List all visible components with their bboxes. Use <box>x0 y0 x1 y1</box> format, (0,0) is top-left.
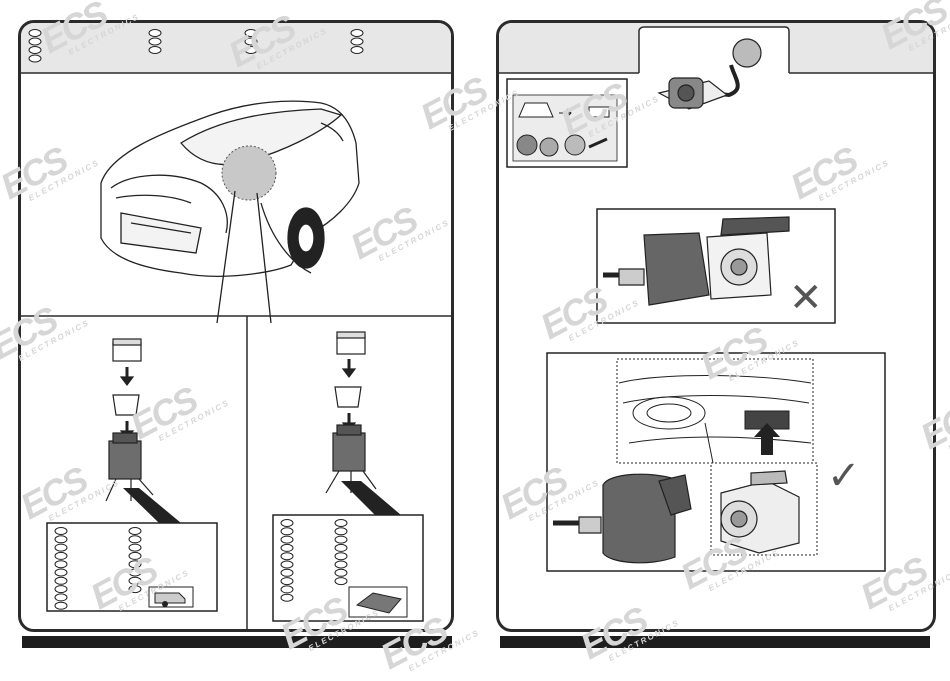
right-instruction-page: ✕ ✓ <box>496 20 936 632</box>
connector-pin-oval <box>244 46 258 54</box>
connector-pin-oval <box>334 552 348 561</box>
towbar-socket-illustration <box>657 38 762 110</box>
header-band <box>21 23 451 73</box>
connector-pin-oval <box>244 37 258 46</box>
socket-adapter-wrong <box>603 216 790 306</box>
connector-pin-oval <box>128 576 142 585</box>
connector-pin-oval <box>334 535 348 544</box>
fuse-stack-right <box>325 331 377 494</box>
connector-pin-oval <box>128 527 142 535</box>
connector-pin-oval <box>148 46 162 54</box>
connector-pin-oval <box>28 37 42 46</box>
left-footer-bar <box>22 636 452 648</box>
connector-pin-oval <box>280 585 294 594</box>
towbar-tab <box>638 26 790 73</box>
connector-pin-oval <box>54 527 68 535</box>
legend-left-ovals <box>54 527 142 610</box>
connector-pin-oval <box>148 29 162 37</box>
callout-pointer-left <box>123 488 181 523</box>
connector-pin-oval <box>54 543 68 552</box>
connector-pin-oval <box>148 37 162 46</box>
connector-pin-oval <box>280 527 294 536</box>
right-page-drawing: ✕ ✓ <box>499 23 933 572</box>
adapter-inset <box>710 462 818 556</box>
connector-pin-oval <box>334 519 348 527</box>
connector-pin-oval <box>128 543 142 552</box>
dashboard-illustration <box>618 375 812 464</box>
connector-pin-oval <box>334 527 348 536</box>
callout-pointer-right <box>341 481 401 515</box>
connector-pin-oval <box>280 543 294 552</box>
connector-pin-oval <box>128 568 142 577</box>
connector-pin-oval <box>54 560 68 569</box>
connector-pin-oval <box>54 535 68 544</box>
connector-pin-oval <box>28 54 42 63</box>
connector-pin-oval <box>54 593 68 602</box>
wrong-mark: ✕ <box>789 276 823 320</box>
connector-pin-oval <box>280 552 294 561</box>
connector-pin-oval <box>128 551 142 560</box>
connector-pin-oval <box>350 29 364 37</box>
right-footer-bar <box>500 636 930 648</box>
car-illustration <box>100 100 360 277</box>
right-mark: ✓ <box>827 453 861 499</box>
legend-right-ovals <box>280 519 348 602</box>
up-arrow <box>754 423 780 455</box>
connector-pin-oval <box>54 568 68 577</box>
connector-pin-oval <box>280 535 294 544</box>
connector-pin-oval <box>28 46 42 54</box>
connector-pin-oval <box>280 560 294 569</box>
connector-pin-oval <box>54 585 68 594</box>
connector-pin-oval <box>128 585 142 594</box>
connector-pin-oval <box>334 560 348 569</box>
fuse-stack-left <box>105 338 154 502</box>
left-instruction-page <box>18 20 454 632</box>
connector-pin-oval <box>244 29 258 37</box>
connector-pin-oval <box>350 37 364 46</box>
connector-pin-oval <box>350 46 364 54</box>
fuse-location-highlight <box>221 145 277 201</box>
connector-pin-oval <box>54 576 68 585</box>
connector-pin-oval <box>280 519 294 527</box>
connector-pin-oval <box>334 543 348 552</box>
socket-adapter-right <box>553 470 800 564</box>
connector-pin-oval <box>334 568 348 577</box>
connector-pin-oval <box>28 29 42 37</box>
connector-pin-oval <box>280 568 294 577</box>
connector-pin-oval <box>54 601 68 610</box>
connector-pin-oval <box>128 535 142 544</box>
connector-pin-oval <box>334 577 348 586</box>
connector-pin-oval <box>280 577 294 586</box>
left-page-drawing <box>21 23 451 629</box>
connector-pin-oval <box>128 560 142 569</box>
connector-pin-oval <box>54 551 68 560</box>
connector-pin-oval <box>280 593 294 602</box>
header-connector-ovals <box>28 29 364 63</box>
